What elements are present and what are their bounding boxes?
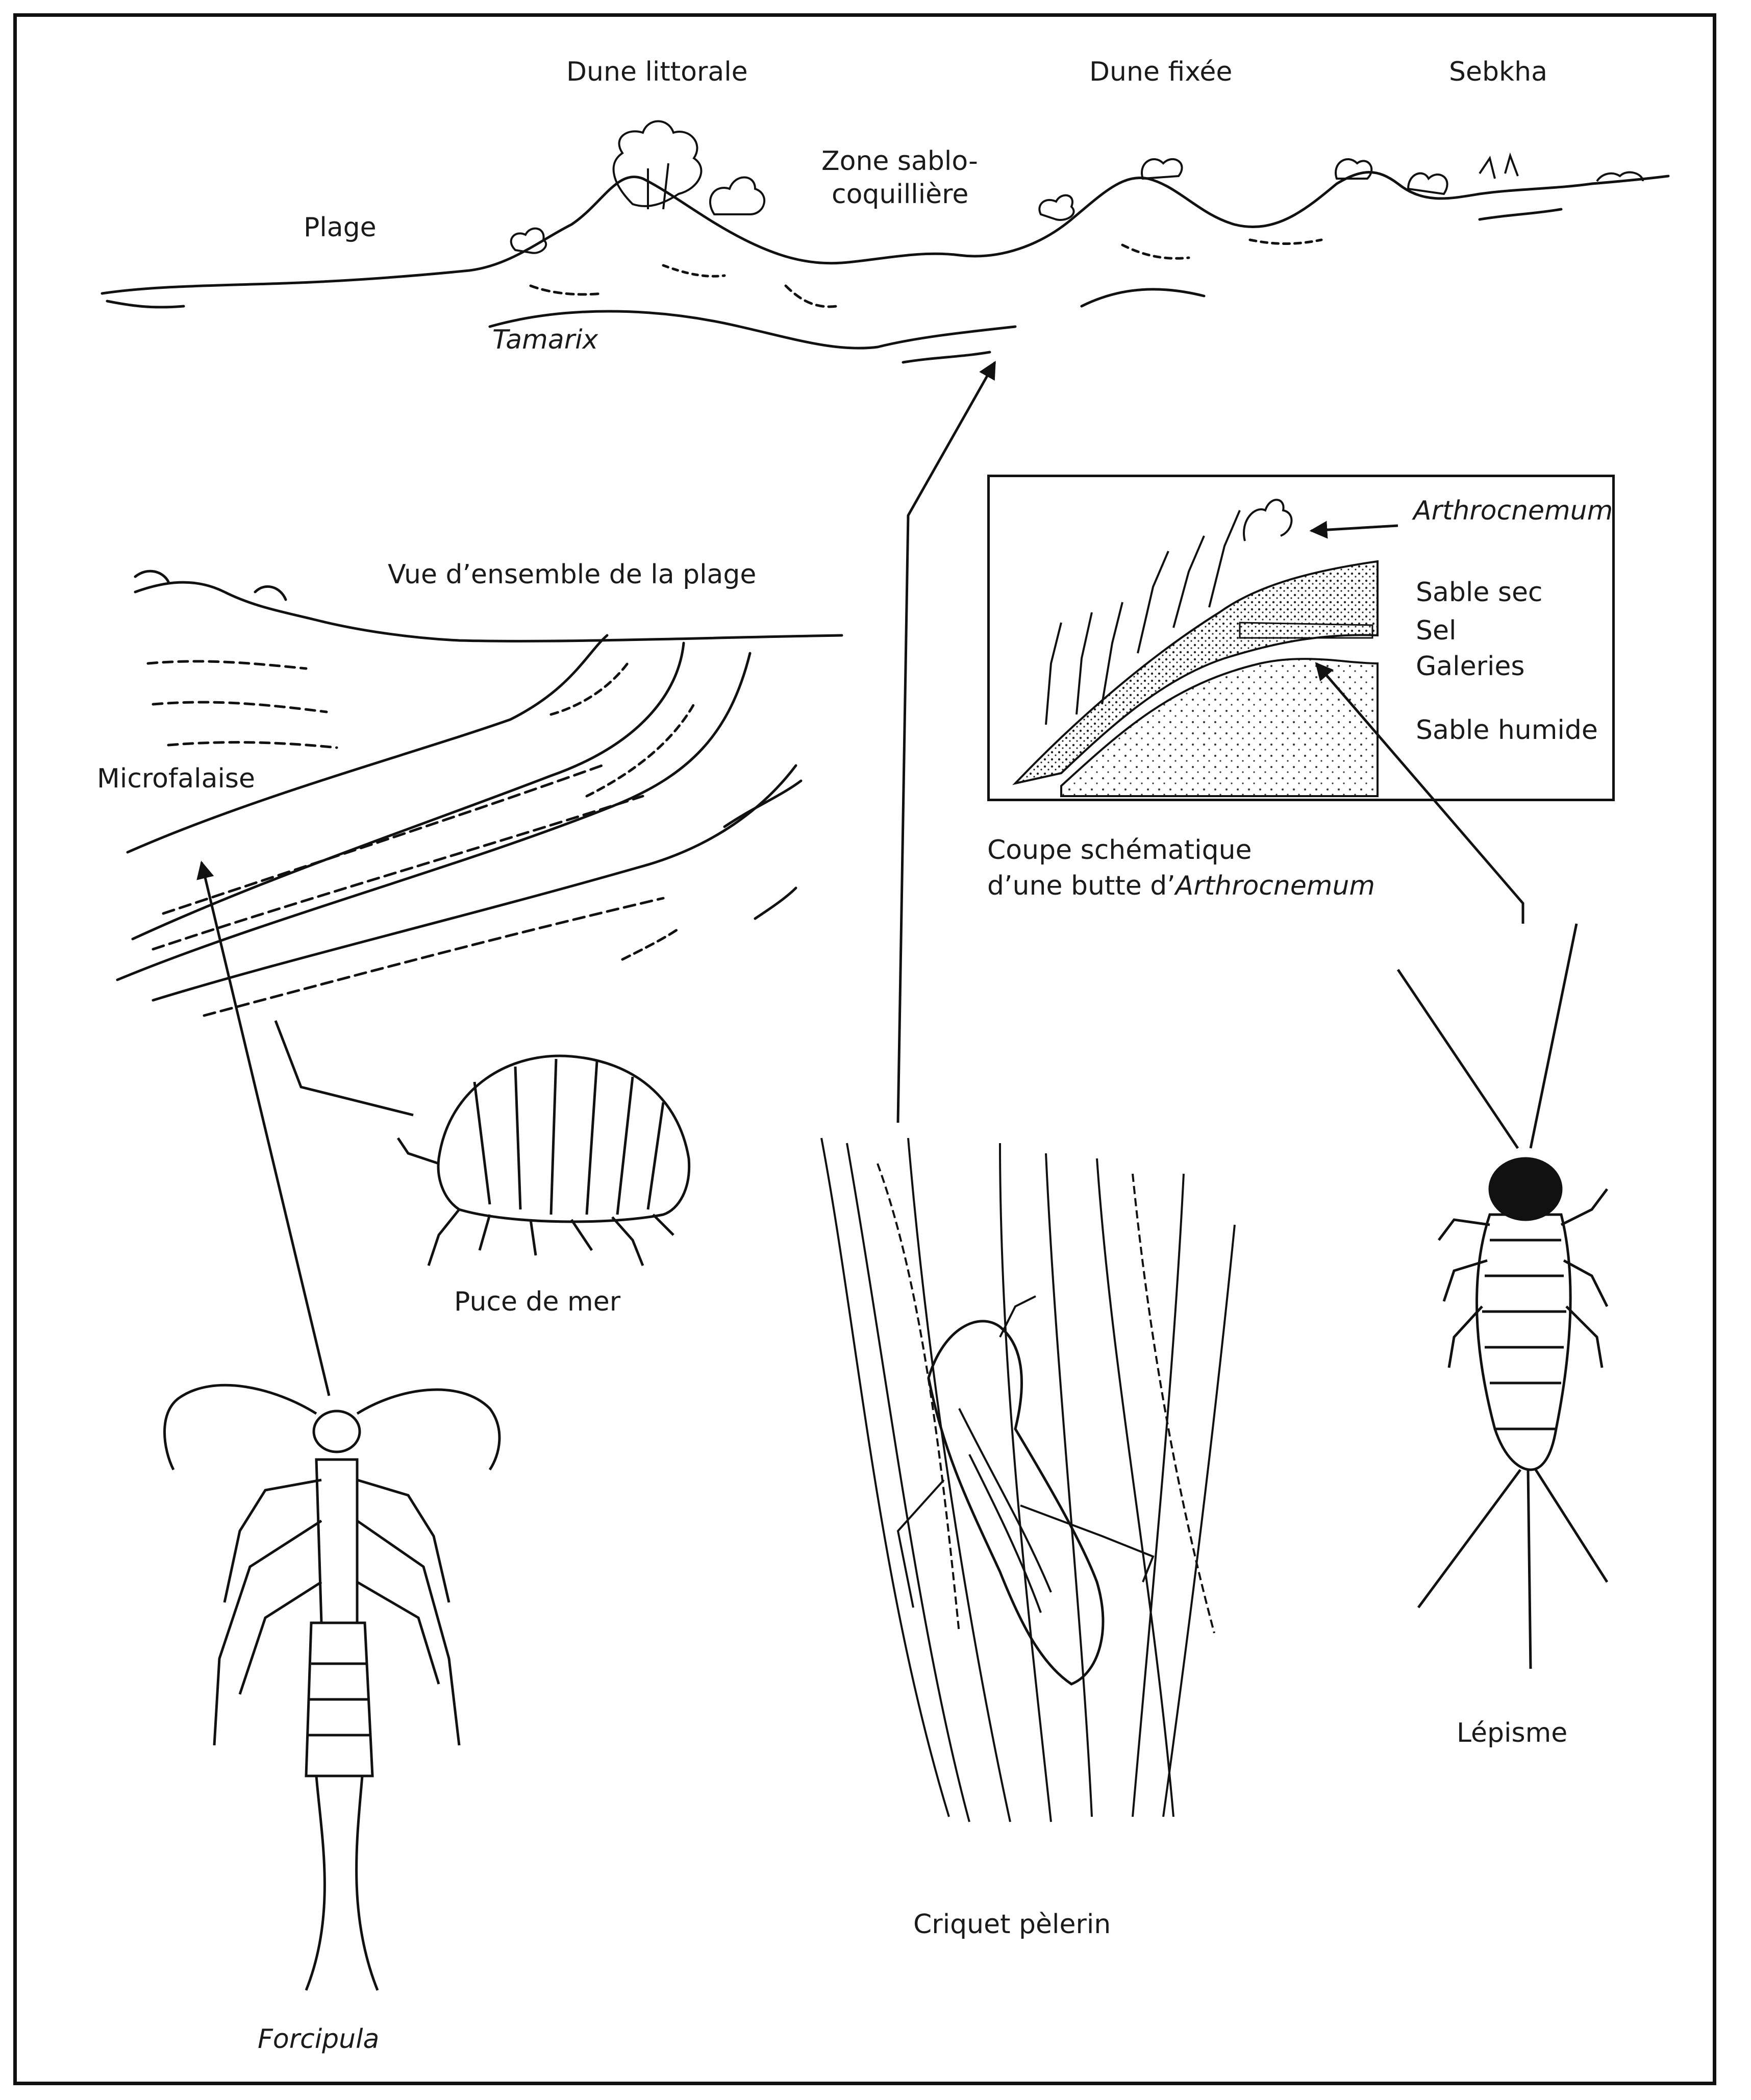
label-sebkha: Sebkha	[1449, 59, 1547, 85]
caption-coupe-line1: Coupe schématique	[987, 837, 1252, 863]
sand-flea-icon	[398, 1056, 689, 1266]
label-vue-ensemble: Vue d’ensemble de la plage	[388, 561, 756, 588]
caption-coupe-prefix: d’une butte d’	[987, 871, 1175, 901]
locust-icon	[821, 1138, 1235, 1822]
connector-lines	[276, 1021, 413, 1115]
label-puce-de-mer: Puce de mer	[454, 1289, 620, 1315]
silverfish-icon	[1398, 924, 1607, 1669]
label-microfalaise: Microfalaise	[97, 765, 255, 792]
caption-coupe-italic: Arthrocnemum	[1175, 871, 1375, 901]
label-tamarix: Tamarix	[492, 327, 598, 353]
label-criquet-pelerin: Criquet pèlerin	[913, 1911, 1111, 1938]
label-galeries: Galeries	[1416, 653, 1525, 680]
label-sable-sec: Sable sec	[1416, 579, 1543, 606]
label-zone-sablo-1: Zone sablo-	[821, 148, 978, 175]
arrow-criquet-to-dune	[898, 362, 995, 1123]
label-sel: Sel	[1416, 617, 1456, 644]
caption-coupe-line2: d’une butte d’Arthrocnemum	[987, 873, 1375, 899]
label-zone-sablo-2: coquillière	[832, 181, 968, 208]
arrow-forcipula-to-microfalaise	[202, 862, 329, 1396]
label-arthrocnemum: Arthrocnemum	[1413, 498, 1613, 524]
label-forcipula: Forcipula	[258, 2026, 379, 2053]
label-dune-fixee: Dune fixée	[1089, 59, 1232, 85]
earwig-icon	[165, 1385, 499, 1990]
dune-shrub-icon	[511, 121, 1643, 253]
label-sable-humide: Sable humide	[1416, 717, 1598, 744]
label-plage: Plage	[304, 214, 377, 241]
label-dune-littorale: Dune littorale	[566, 59, 748, 85]
label-lepisme: Lépisme	[1457, 1720, 1567, 1746]
